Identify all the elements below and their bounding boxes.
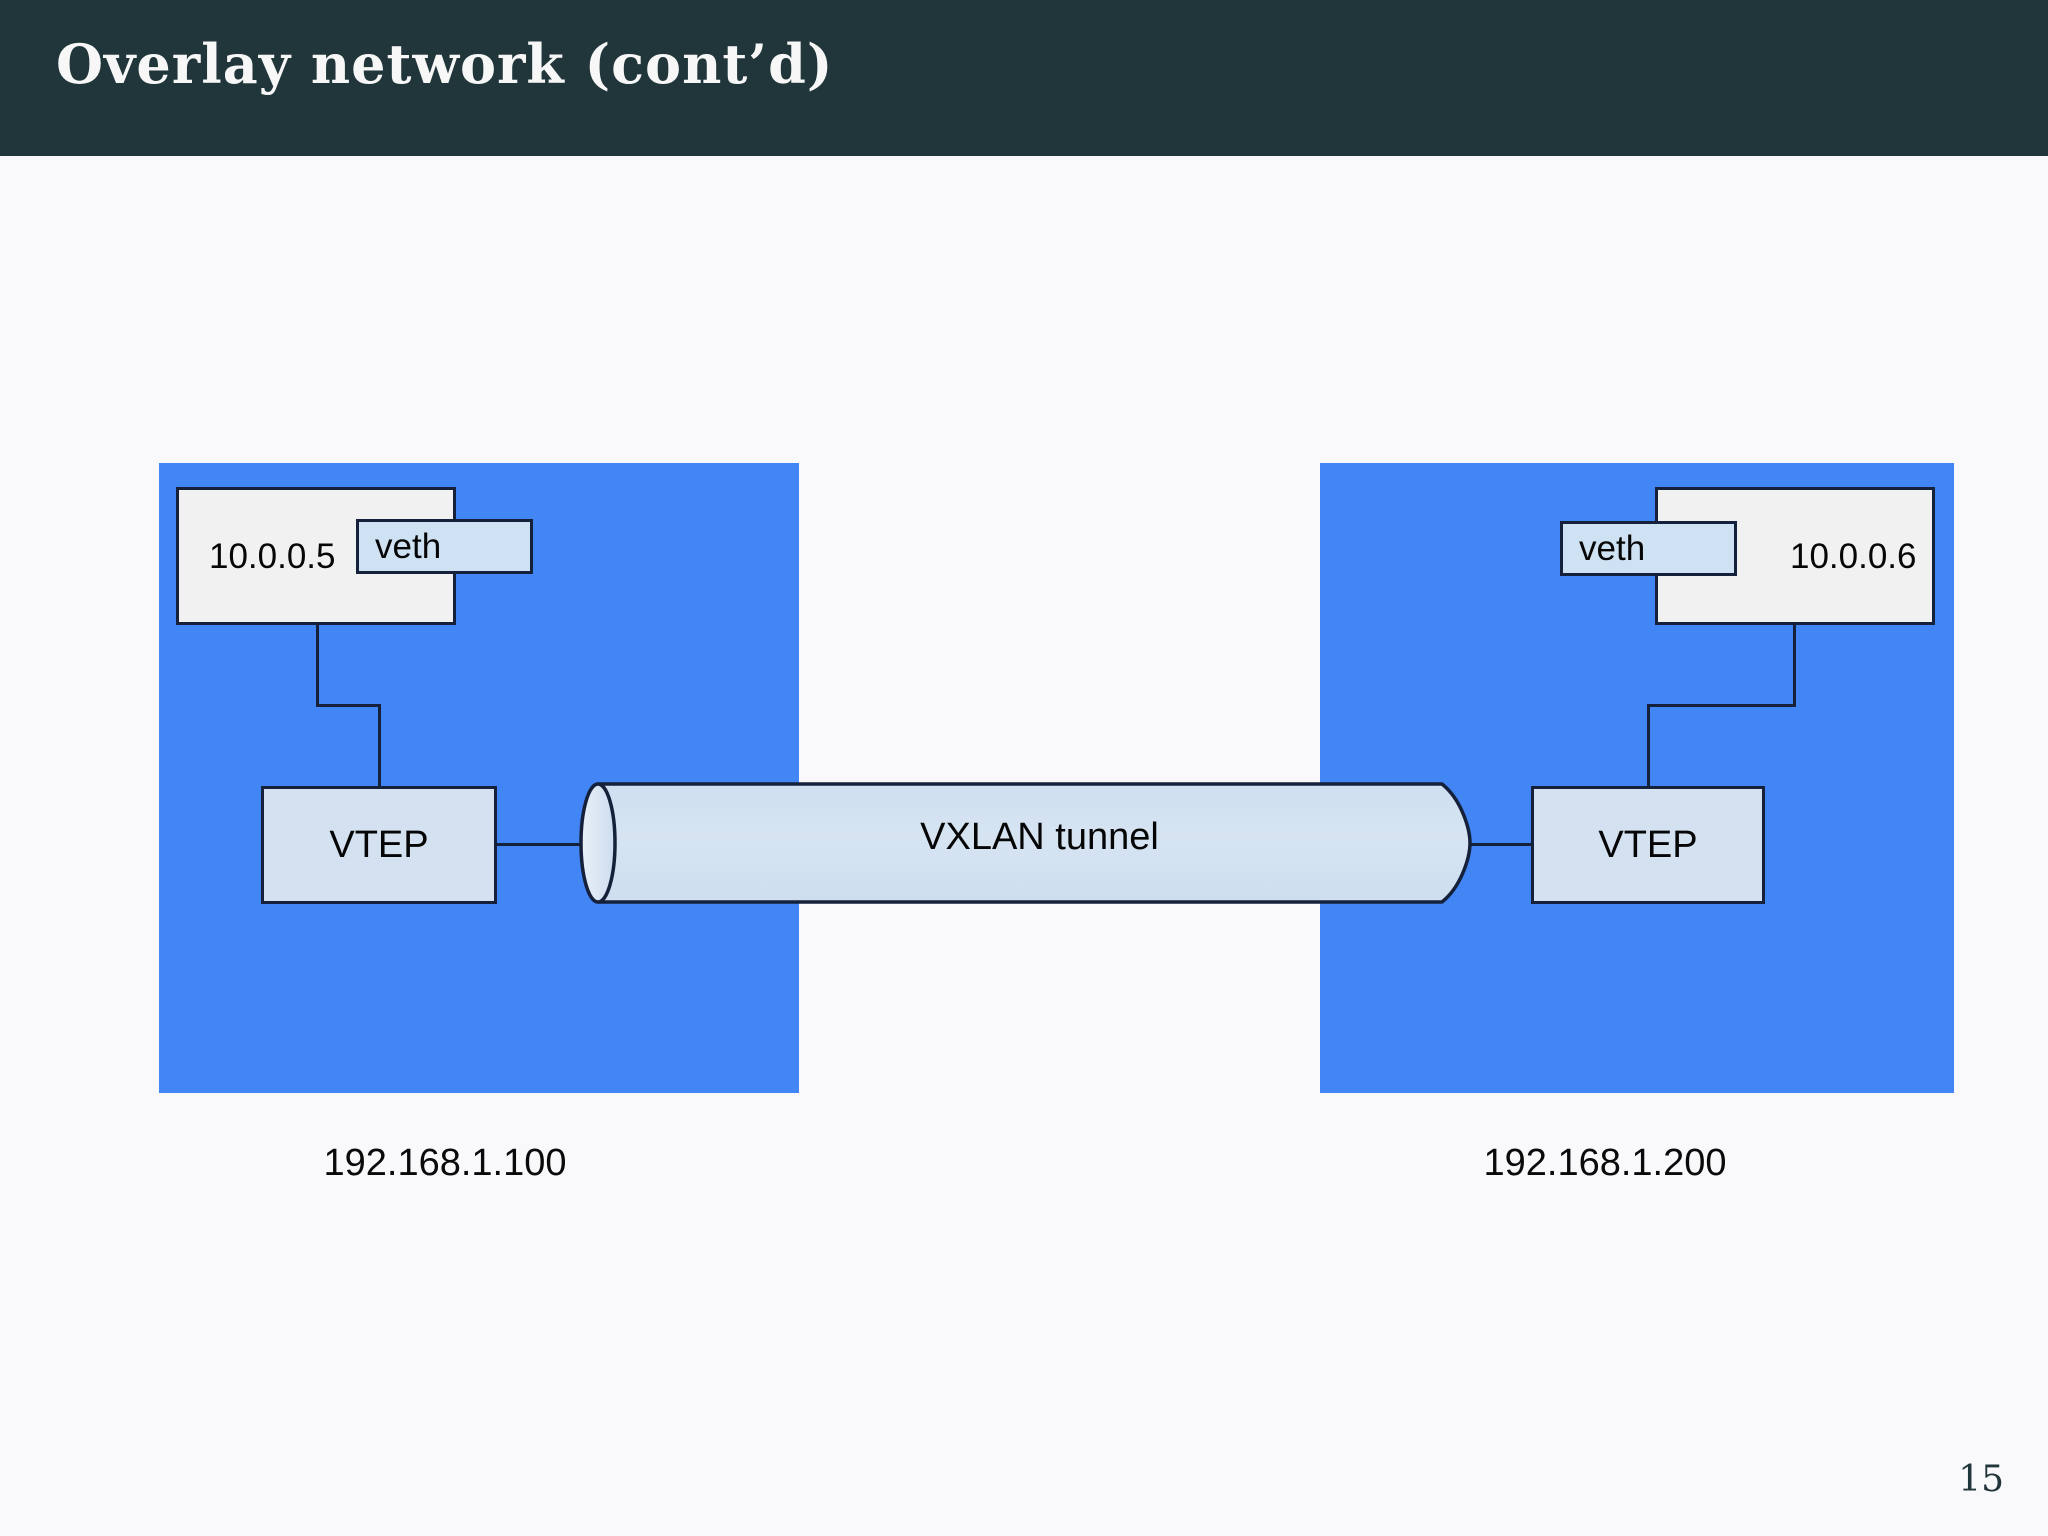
page-number: 15 bbox=[1958, 1459, 2004, 1500]
connector-vtep-right-to-tunnel bbox=[1460, 843, 1534, 846]
page-title: Overlay network (cont’d) bbox=[56, 32, 834, 96]
slide-header-bar bbox=[0, 0, 2048, 156]
vxlan-tunnel-shape bbox=[579, 782, 1472, 904]
connector-right-segment-3 bbox=[1647, 704, 1650, 788]
namespace-ip-right: 10.0.0.6 bbox=[1790, 537, 1917, 576]
connector-right-segment-1 bbox=[1793, 623, 1796, 707]
connector-left-segment-3 bbox=[378, 704, 381, 788]
veth-box-right: veth bbox=[1560, 521, 1737, 576]
connector-right-segment-2 bbox=[1647, 704, 1796, 707]
vtep-box-left: VTEP bbox=[261, 786, 497, 904]
veth-box-left: veth bbox=[356, 519, 533, 574]
connector-left-segment-1 bbox=[316, 623, 319, 707]
connector-left-segment-2 bbox=[316, 704, 380, 707]
connector-vtep-left-to-tunnel bbox=[496, 843, 592, 846]
underlay-ip-label-right: 192.168.1.200 bbox=[1483, 1142, 1727, 1184]
vtep-box-right: VTEP bbox=[1531, 786, 1765, 904]
underlay-ip-label-left: 192.168.1.100 bbox=[323, 1142, 567, 1184]
namespace-ip-left: 10.0.0.5 bbox=[209, 537, 336, 576]
